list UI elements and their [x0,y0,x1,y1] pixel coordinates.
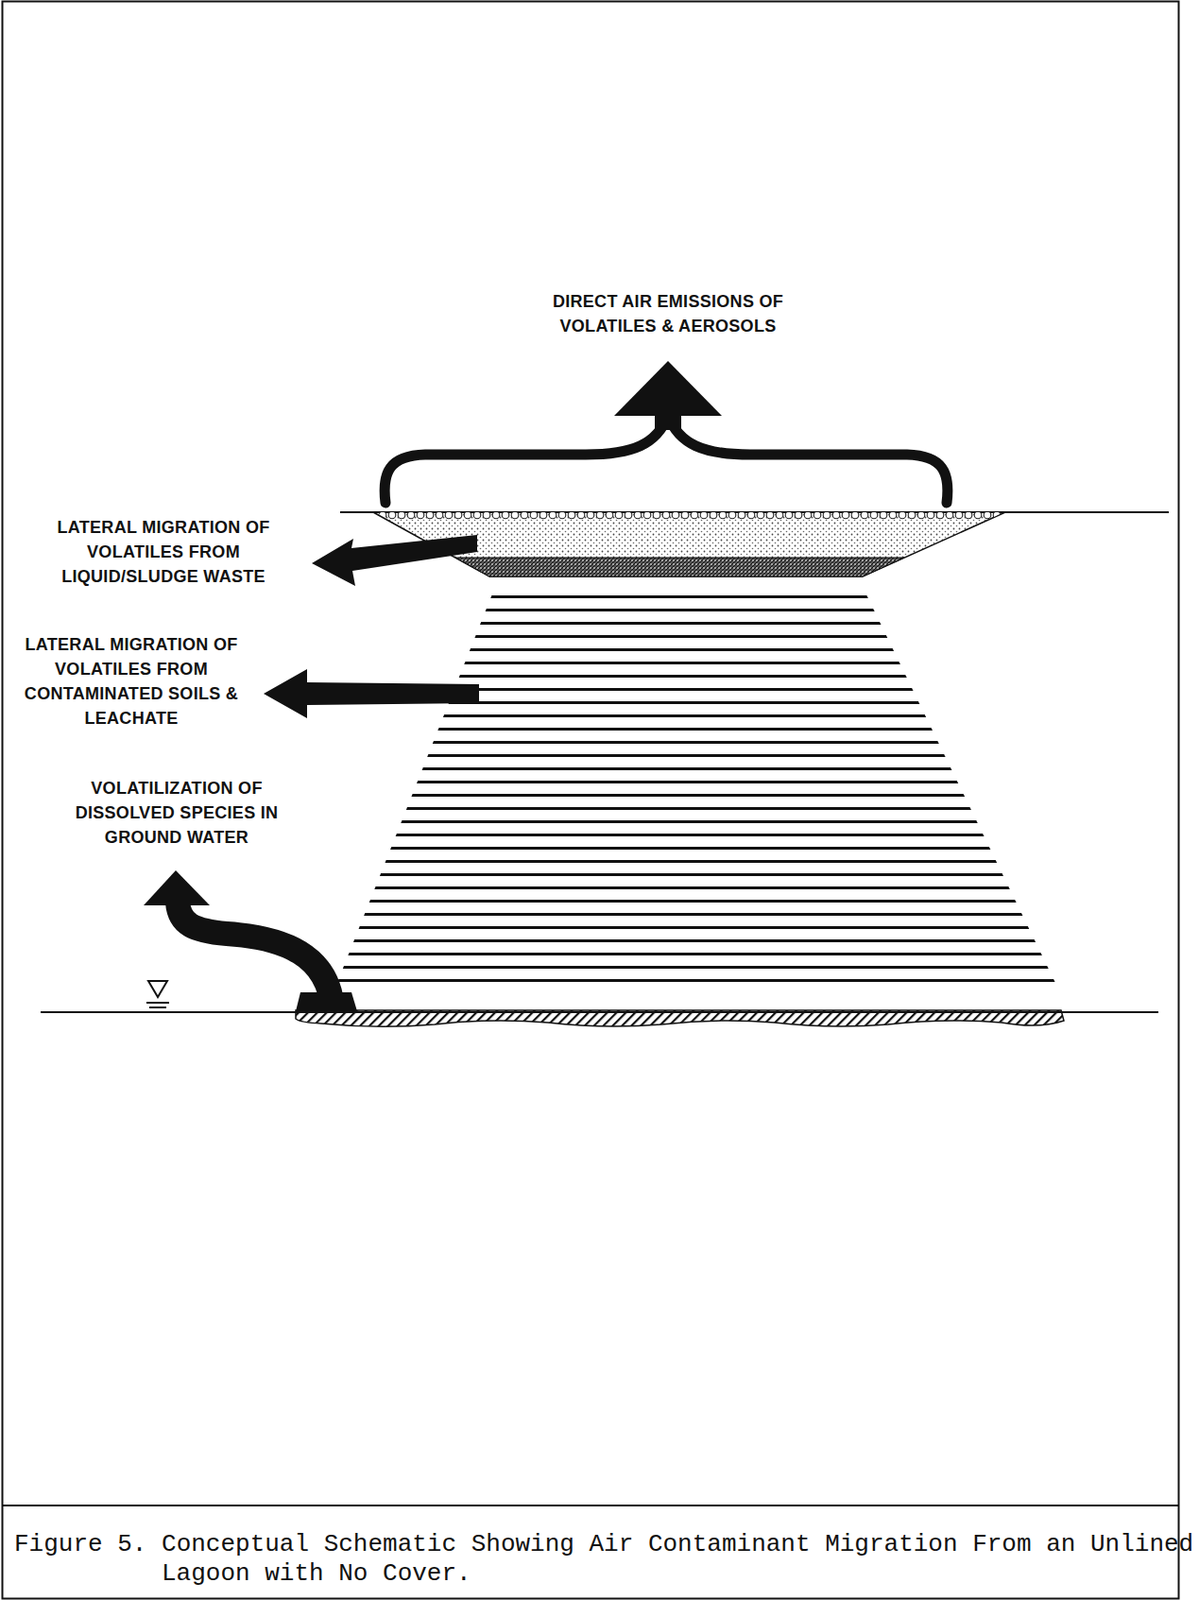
lateral-arrow [263,668,480,719]
leachate-plume [336,586,1057,985]
emission-arrow [614,360,722,416]
water-table-symbol [146,1001,170,1004]
groundwater-contamination [295,1010,1064,1027]
emission-brace [384,415,669,503]
figure-caption: Figure 5. Conceptual Schematic Showing A… [14,1529,1199,1589]
volatilization-arrow [295,992,358,1011]
volatilization-arrow [143,870,210,906]
lagoon-surface [376,512,1004,520]
process-label: DIRECT AIR EMISSIONS OF VOLATILES & AERO… [540,289,796,339]
lateral-arrow [311,534,478,586]
process-label: VOLATILIZATION OF DISSOLVED SPECIES IN G… [48,775,306,850]
emission-brace [668,415,948,503]
water-table-symbol [148,980,168,997]
process-label: LATERAL MIGRATION OF VOLATILES FROM LIQU… [39,514,288,589]
caption-rule [2,1504,1180,1507]
process-label: LATERAL MIGRATION OF VOLATILES FROM CONT… [10,632,253,731]
lagoon-sludge [455,557,905,577]
water-table-symbol [149,1006,167,1009]
